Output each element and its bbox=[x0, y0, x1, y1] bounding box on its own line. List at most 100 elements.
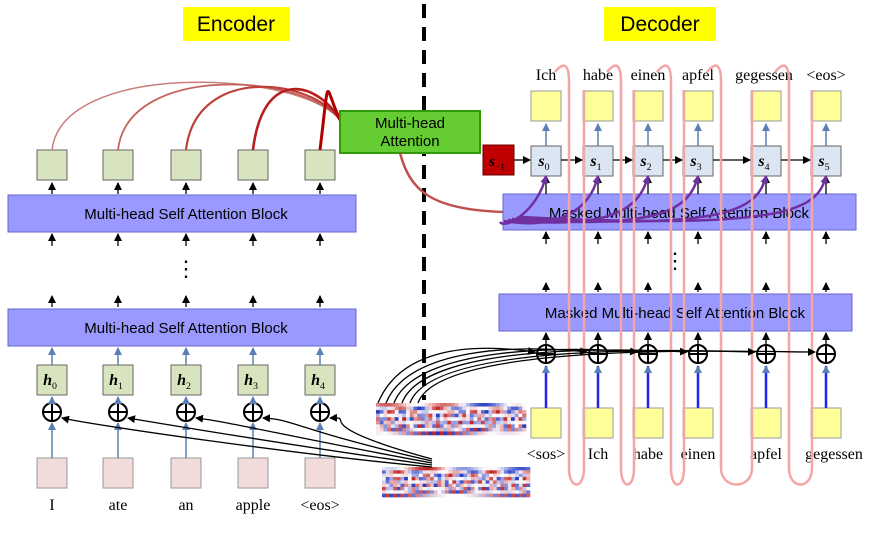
decoder-ellipsis: ⋮ bbox=[664, 248, 686, 273]
output-feedback-loop bbox=[606, 64, 636, 486]
decoder-input-box bbox=[582, 407, 614, 439]
masked-attention-curve bbox=[499, 175, 549, 225]
encoder-input-box bbox=[102, 457, 134, 489]
encoder-input-token: apple bbox=[236, 497, 271, 514]
decoder-output-box bbox=[530, 90, 562, 122]
cross-attention-curve bbox=[51, 81, 341, 151]
encoder-input-token: <eos> bbox=[300, 497, 339, 514]
cross-attention-box bbox=[339, 110, 481, 154]
decoder-lower-block-label: Masked Multi-head Self Attention Block bbox=[545, 305, 806, 322]
cross-attention-label-2: Attention bbox=[380, 133, 439, 150]
decoder-state-label: s4 bbox=[757, 153, 769, 173]
encoder-position-arrow bbox=[195, 414, 433, 464]
encoder-hidden-box bbox=[102, 364, 134, 396]
encoder-position-arrow bbox=[127, 415, 433, 466]
decoder-add-op bbox=[536, 344, 556, 364]
encoder-upper-block bbox=[7, 194, 357, 233]
decoder-output-token: <eos> bbox=[806, 67, 845, 84]
cross-attention-label-1: Multi-head bbox=[375, 115, 445, 132]
decoder-input-token: einen bbox=[681, 446, 716, 463]
decoder-state-label: s5 bbox=[817, 153, 829, 173]
decoder-title-bg bbox=[604, 7, 716, 41]
encoder-input-token: I bbox=[49, 497, 54, 514]
encoder-hidden-label: h3 bbox=[244, 372, 258, 392]
encoder-hidden-label: h2 bbox=[177, 372, 191, 392]
encoder-title-bg bbox=[183, 7, 290, 41]
decoder-state-label: s0 bbox=[537, 153, 549, 173]
decoder-title: Decoder bbox=[620, 13, 699, 36]
decoder-input-token: gegessen bbox=[805, 446, 863, 463]
encoder-output-box bbox=[36, 149, 68, 181]
decoder-input-box bbox=[810, 407, 842, 439]
encoder-title: Encoder bbox=[197, 13, 275, 36]
initial-state-label: s−1 bbox=[488, 154, 505, 173]
encoder-output-box bbox=[237, 149, 269, 181]
encoder-output-box bbox=[170, 149, 202, 181]
decoder-output-box bbox=[682, 90, 714, 122]
decoder-input-token: <sos> bbox=[527, 446, 566, 463]
output-feedback-loop bbox=[774, 64, 814, 486]
positional-encoding-heatmap-1 bbox=[376, 403, 527, 436]
decoder-input-box bbox=[750, 407, 782, 439]
decoder-add-op bbox=[688, 344, 708, 364]
encoder-position-arrow bbox=[262, 414, 433, 462]
encoder-input-box bbox=[170, 457, 202, 489]
encoder-position-arrow bbox=[329, 413, 433, 460]
encoder-hidden-box bbox=[36, 364, 68, 396]
encoder-lower-block-label: Multi-head Self Attention Block bbox=[84, 320, 288, 337]
decoder-input-token: apfel bbox=[750, 446, 783, 463]
encoder-add-op bbox=[243, 402, 263, 422]
masked-attention-curve bbox=[519, 175, 829, 223]
cross-attention-curve bbox=[318, 90, 342, 151]
decoder-input-box bbox=[682, 407, 714, 439]
masked-attention-curve bbox=[511, 175, 701, 224]
masked-attention-curve bbox=[515, 175, 769, 223]
output-feedback-loop bbox=[706, 64, 754, 486]
encoder-hidden-box bbox=[237, 364, 269, 396]
decoder-state-label: s3 bbox=[689, 153, 701, 173]
encoder-add-op bbox=[108, 402, 128, 422]
decoder-output-box bbox=[750, 90, 782, 122]
decoder-upper-block bbox=[502, 193, 857, 231]
decoder-output-box bbox=[810, 90, 842, 122]
decoder-state-box bbox=[582, 145, 614, 177]
decoder-position-arrow bbox=[417, 347, 816, 404]
output-feedback-loop bbox=[554, 64, 586, 486]
decoder-lower-block bbox=[498, 293, 853, 332]
decoder-add-op bbox=[816, 344, 836, 364]
encoder-add-op bbox=[42, 402, 62, 422]
encoder-add-op bbox=[176, 402, 196, 422]
cross-attention-curve bbox=[251, 87, 342, 151]
decoder-add-op bbox=[638, 344, 658, 364]
initial-state-box bbox=[482, 144, 515, 176]
decoder-output-token: habe bbox=[583, 67, 613, 84]
encoder-ellipsis: ⋮ bbox=[175, 256, 197, 281]
encoder-hidden-label: h1 bbox=[109, 372, 123, 392]
encoder-input-token: an bbox=[178, 497, 193, 514]
decoder-input-token: habe bbox=[633, 446, 663, 463]
encoder-input-token: ate bbox=[109, 497, 128, 514]
encoder-hidden-box bbox=[304, 364, 336, 396]
encoder-output-box bbox=[304, 149, 336, 181]
encoder-input-box bbox=[237, 457, 269, 489]
decoder-input-token: Ich bbox=[588, 446, 608, 463]
decoder-output-token: Ich bbox=[536, 67, 556, 84]
attention-to-decoder-curve bbox=[398, 152, 506, 214]
encoder-hidden-label: h4 bbox=[311, 372, 325, 392]
encoder-output-box bbox=[102, 149, 134, 181]
encoder-position-arrow bbox=[61, 415, 433, 468]
masked-attention-curve bbox=[507, 175, 651, 224]
encoder-input-box bbox=[304, 457, 336, 489]
decoder-state-label: s2 bbox=[639, 153, 651, 173]
decoder-output-box bbox=[632, 90, 664, 122]
cross-attention-curve bbox=[117, 83, 341, 151]
positional-encoding-heatmap-2 bbox=[382, 467, 531, 498]
decoder-input-box bbox=[530, 407, 562, 439]
decoder-state-box bbox=[810, 145, 842, 177]
decoder-input-box bbox=[632, 407, 664, 439]
encoder-upper-block-label: Multi-head Self Attention Block bbox=[84, 206, 288, 223]
decoder-output-box bbox=[582, 90, 614, 122]
decoder-output-token: gegessen bbox=[735, 67, 793, 84]
encoder-input-box bbox=[36, 457, 68, 489]
